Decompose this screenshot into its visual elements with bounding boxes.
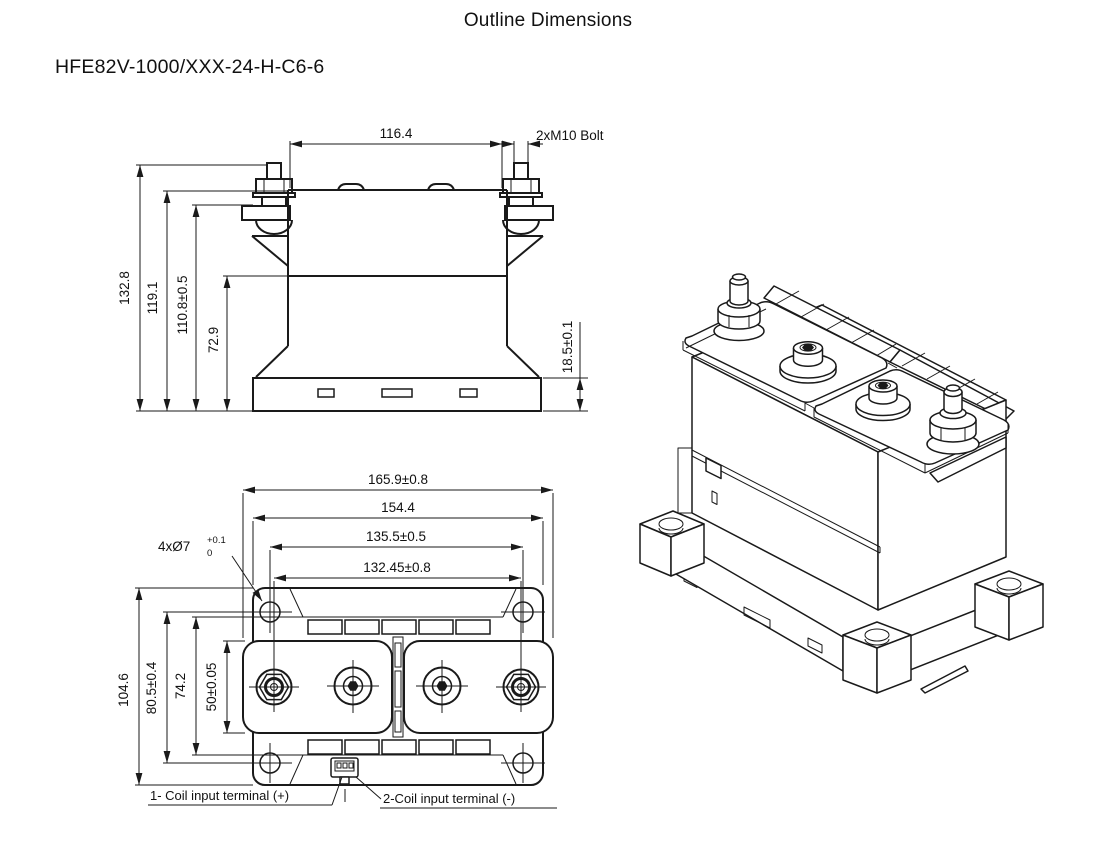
dim-154-4: 154.4 (381, 500, 415, 515)
dim-165-9: 165.9±0.8 (368, 472, 428, 487)
isometric-view (639, 273, 1044, 694)
dim-119-1: 119.1 (145, 282, 160, 315)
right-terminal-bolt (499, 162, 554, 267)
base (252, 377, 542, 412)
iso-bolt-right (926, 384, 980, 455)
left-busbar (242, 640, 393, 734)
coil-connector (330, 757, 359, 785)
coil-labels: 1- Coil input terminal (+) 2-Coil input … (148, 776, 557, 809)
dim-110-8: 110.8±0.5 (175, 276, 190, 335)
vent-slots (307, 619, 491, 755)
right-busbar (403, 640, 554, 734)
front-view-dimensions: 116.4 2xM10 Bolt 132.8 119.1 110.8±0.5 7… (117, 126, 604, 412)
dim-135-5: 135.5±0.5 (366, 529, 426, 544)
dim-50: 50±0.05 (204, 663, 219, 712)
coil-positive-label: 1- Coil input terminal (+) (150, 788, 289, 803)
hole-tol-plus: +0.1 (207, 535, 226, 546)
iso-socket-right (855, 379, 911, 422)
iso-plate-support (929, 436, 1007, 483)
hole-tol-minus: 0 (207, 548, 212, 559)
iso-base (639, 510, 1044, 694)
bottom-view-dimensions: 165.9±0.8 154.4 135.5±0.5 132.45±0.8 104… (116, 472, 554, 786)
center-divider (392, 636, 404, 738)
front-view: 116.4 2xM10 Bolt 132.8 119.1 110.8±0.5 7… (117, 126, 604, 412)
page-title: Outline Dimensions (463, 10, 633, 31)
part-number: HFE82V-1000/XXX-24-H-C6-6 (55, 56, 325, 78)
dim-80-5: 80.5±0.4 (144, 661, 159, 714)
left-terminal-bolt (241, 162, 296, 267)
body-sides (287, 190, 508, 346)
dim-132-8: 132.8 (117, 271, 132, 305)
dim-116-4: 116.4 (380, 126, 413, 141)
dim-74-2: 74.2 (173, 673, 188, 699)
dim-72-9: 72.9 (206, 327, 221, 353)
dim-18-5: 18.5±0.1 (560, 321, 575, 373)
iso-socket-left (779, 340, 837, 384)
dim-132-45: 132.45±0.8 (363, 560, 430, 575)
dim-104-6: 104.6 (116, 673, 131, 707)
coil-negative-label: 2-Coil input terminal (-) (383, 791, 515, 806)
hole-callout: 4xØ7 (158, 539, 190, 554)
bottom-view: 165.9±0.8 154.4 135.5±0.5 132.45±0.8 104… (116, 472, 557, 809)
iso-bolt-left (713, 273, 765, 342)
bolt-callout: 2xM10 Bolt (536, 128, 604, 143)
